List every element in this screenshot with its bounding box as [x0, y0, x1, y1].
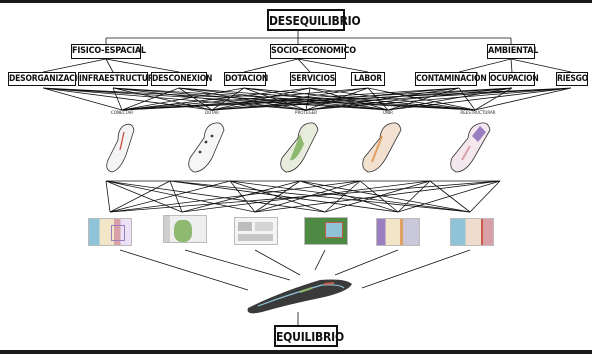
site-plan-image [247, 279, 352, 314]
sub-contaminacion: CONTAMINACIÓN [415, 72, 487, 86]
sub-ocupacion: OCUPACION [489, 72, 539, 86]
thumbnail-conectar [88, 218, 132, 246]
thumbnail-unir [304, 217, 348, 245]
action-reestructurar: REESTRUCTURAR [460, 111, 496, 116]
figure-dotar [188, 122, 225, 173]
action-unir: UNIR [383, 111, 393, 116]
action-conectar: CONECTAR [110, 111, 134, 116]
equilibrio-title: EQUILIBRIO [274, 325, 344, 347]
sub-riesgo: RIESGO [556, 72, 589, 86]
figure-proteger [280, 122, 319, 173]
figure-reestructurar [450, 122, 491, 173]
action-dotar: DOTAR [204, 111, 220, 116]
category-socio-economico: SOCIO-ECONOMICO [270, 44, 356, 59]
category-fisico-espacial: FISICO-ESPACIAL [71, 44, 146, 59]
bottom-border [0, 350, 592, 354]
thumbnail-dotar [163, 215, 207, 243]
action-proteger: PROTEGER [295, 111, 317, 116]
sub-desorganizacion: DESORGANIZACION [8, 72, 90, 86]
thumbnail-reestructurar [376, 218, 420, 246]
thumbnail-riesgo [450, 218, 494, 246]
figure-conectar [106, 123, 135, 173]
category-ambiental: AMBIENTAL [487, 44, 538, 59]
sub-desconexion: DESCONEXION [151, 72, 213, 86]
figure-unir [362, 122, 402, 173]
sub-labor: LABOR [351, 72, 385, 86]
sub-infraestructura: INFRAESTRUCTURA [78, 72, 160, 86]
top-border [0, 0, 592, 3]
sub-dotacion: DOTACION [224, 72, 269, 86]
sub-servicios: SERVICIOS [290, 72, 336, 86]
thumbnail-proteger [234, 217, 278, 245]
desequilibrio-title: DESEQUILIBRIO [267, 9, 361, 31]
